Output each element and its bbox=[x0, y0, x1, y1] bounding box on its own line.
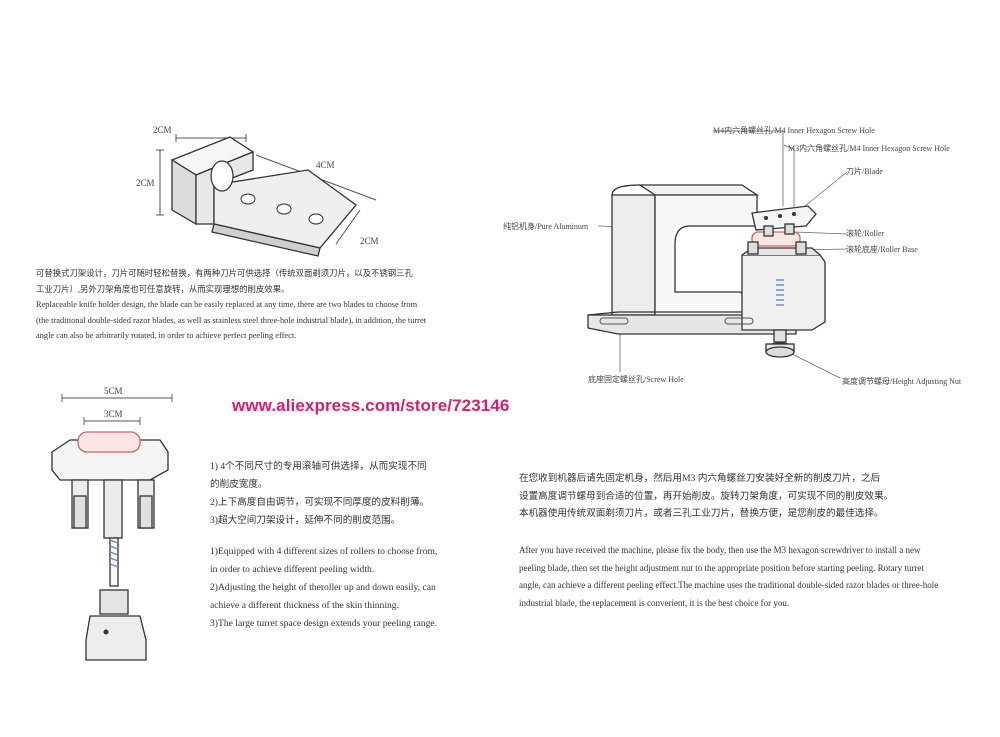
instruction-line: 本机器使用传统双面剃须刀片，或者三孔工业刀片，替换方便，是您削皮的最佳选择。 bbox=[519, 508, 884, 520]
dim-inner: 3CM bbox=[104, 409, 123, 419]
instruction-line: 在您收到机器后请先固定机身，然后用M3 内六角螺丝刀安装好全新的削皮刀片，之后 bbox=[519, 473, 881, 484]
roller-features-cn: 1) 4个不同尺寸的专用滚轴可供选择，从而实现不同 的削皮宽度。 2)上下高度自… bbox=[210, 458, 429, 530]
feature-line: 1) 4个不同尺寸的专用滚轴可供选择，从而实现不同 bbox=[210, 461, 427, 472]
description-line: 可替换式刀架设计，刀片可随时轻松替换，有两种刀片可供选择（传统双面剃须刀片，以及… bbox=[36, 269, 413, 278]
instruction-line: industrial blade, the replacement is con… bbox=[519, 597, 790, 608]
feature-line: 1)Equipped with 4 different sizes of rol… bbox=[210, 546, 438, 557]
dim-height: 2CM bbox=[136, 178, 155, 188]
label-body: 纯铝机身/Pure Aluminum bbox=[503, 222, 589, 231]
feature-line: 的削皮宽度。 bbox=[210, 479, 268, 490]
feature-line: 2)上下高度自由调节，可实现不同厚度的皮料削薄。 bbox=[210, 497, 430, 508]
store-url[interactable]: www.aliexpress.com/store/723146 bbox=[232, 396, 510, 415]
description-line: (the traditional double-sided razor blad… bbox=[36, 315, 427, 325]
roller-features-en: 1)Equipped with 4 different sizes of rol… bbox=[210, 543, 437, 633]
dim-blade-width: 2CM bbox=[360, 236, 379, 246]
description-line: Replaceable knife holder design, the bla… bbox=[36, 300, 418, 309]
instructions-cn: 在您收到机器后请先固定机身，然后用M3 内六角螺丝刀安装好全新的削皮刀片，之后 … bbox=[519, 470, 893, 523]
instruction-line: After you have received the machine, ple… bbox=[519, 545, 921, 555]
feature-line: in order to achieve different peeling wi… bbox=[210, 564, 375, 575]
feature-line: achieve a different thickness of the ski… bbox=[210, 600, 399, 611]
label-m3-hole: M3内六角螺丝孔/M4 Inner Hexagon Screw Hole bbox=[788, 144, 950, 153]
description-line: angle can also be arbitrarily rotated, i… bbox=[36, 331, 297, 340]
knife-holder-description: 可替换式刀架设计，刀片可随时轻松替换，有两种刀片可供选择（传统双面剃须刀片，以及… bbox=[36, 266, 426, 344]
label-height-nut: 高度调节螺母/Height Adjusting Nut bbox=[842, 377, 962, 386]
instruction-line: angle, can achieve a different peeling e… bbox=[519, 580, 939, 591]
instruction-line: peeling blade, then set the height adjus… bbox=[519, 562, 924, 573]
label-roller-base: 滚轮底座/Roller Base bbox=[846, 245, 918, 254]
dim-outer: 5CM bbox=[104, 386, 123, 396]
instructions-en: After you have received the machine, ple… bbox=[519, 542, 938, 612]
dim-top-width: 2CM bbox=[153, 125, 172, 135]
feature-line: 3)超大空间刀架设计，延伸不同的削皮范围。 bbox=[210, 515, 401, 526]
label-roller: 滚轮/Roller bbox=[846, 229, 885, 238]
label-blade: 刀片/Blade bbox=[846, 167, 883, 176]
label-m4-hole: M4内六角螺丝孔/M4 Inner Hexagon Screw Hole bbox=[713, 126, 875, 135]
instruction-line: 设置高度调节螺母到合适的位置，再开始削皮。旋转刀架角度，可实现不同的削皮效果。 bbox=[519, 490, 894, 502]
description-line: 工业刀片）,另外刀架角度也可任意旋转，从而实现理想的削皮效果。 bbox=[36, 284, 290, 294]
feature-line: 2)Adjusting the height of theroller up a… bbox=[210, 582, 436, 593]
label-screw-hole: 底座固定螺丝孔/Screw Hole bbox=[588, 375, 684, 384]
dim-length: 4CM bbox=[316, 160, 335, 170]
feature-line: 3)The large turret space design extends … bbox=[210, 618, 438, 629]
